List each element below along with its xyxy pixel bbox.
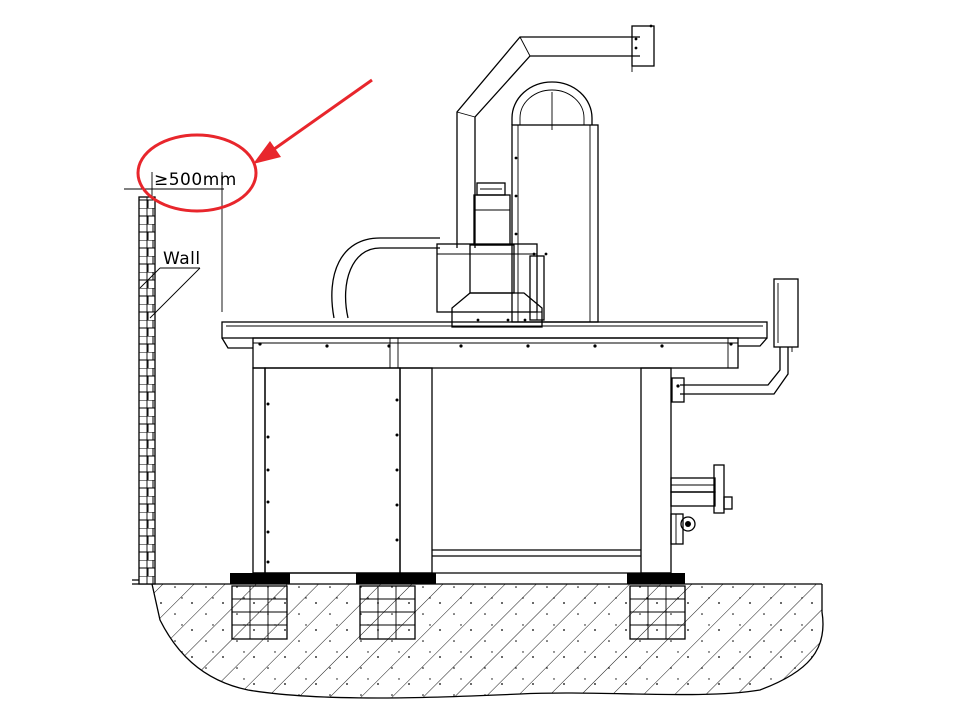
side-clamp-plate xyxy=(713,464,725,514)
machine-table-bed xyxy=(221,321,768,369)
highlight-arrow-head xyxy=(253,141,281,164)
wall-label-leader-2 xyxy=(149,267,201,319)
duct-end-box xyxy=(631,25,655,67)
control-panel-box xyxy=(773,278,799,348)
left-leg xyxy=(252,367,266,574)
wall-label-leader xyxy=(139,267,161,289)
dust-duct-inner xyxy=(474,55,640,248)
gantry xyxy=(331,24,655,328)
arm-mount-bracket xyxy=(671,377,685,403)
cable-arch-inner xyxy=(519,89,585,125)
machine-frame xyxy=(252,367,672,574)
table-left-cap xyxy=(221,337,253,349)
hose-loop xyxy=(331,237,440,319)
ground-speckle xyxy=(152,584,824,698)
control-arm-pipe xyxy=(680,347,781,386)
ground-outline xyxy=(151,583,824,699)
side-bracket-lower xyxy=(670,491,716,507)
gantry-column xyxy=(511,124,599,323)
side-gear xyxy=(680,516,696,532)
side-clamp-knob xyxy=(723,496,733,510)
left-side-panel xyxy=(264,367,401,574)
table-top-plate xyxy=(221,321,768,339)
cable-arch-outer xyxy=(511,81,593,125)
dust-duct xyxy=(456,36,640,248)
center-post xyxy=(399,367,433,574)
highlight-arrow-shaft xyxy=(269,78,373,154)
ground-section xyxy=(132,579,824,699)
wall: Wall xyxy=(138,196,201,585)
spindle-body xyxy=(469,244,515,294)
foot-center xyxy=(356,573,436,640)
dust-shoe xyxy=(451,292,543,328)
table-apron xyxy=(252,337,739,369)
table-right-cap xyxy=(738,337,768,347)
control-panel-arm xyxy=(671,278,799,403)
spindle-motor xyxy=(473,194,511,246)
control-arm-pipe-inner xyxy=(680,347,789,395)
clearance-label: ≥500mm xyxy=(154,170,237,190)
clearance-dimension: ≥500mm xyxy=(124,78,373,312)
foot-right xyxy=(627,573,686,640)
hose-loop-inner xyxy=(344,247,440,319)
highlight-circle xyxy=(136,133,258,213)
side-motor-block xyxy=(670,513,684,545)
side-mechanism xyxy=(670,464,733,545)
wall-label: Wall xyxy=(163,249,201,269)
right-leg xyxy=(640,367,672,574)
foundation-feet xyxy=(230,573,686,640)
foot-left xyxy=(230,573,290,640)
